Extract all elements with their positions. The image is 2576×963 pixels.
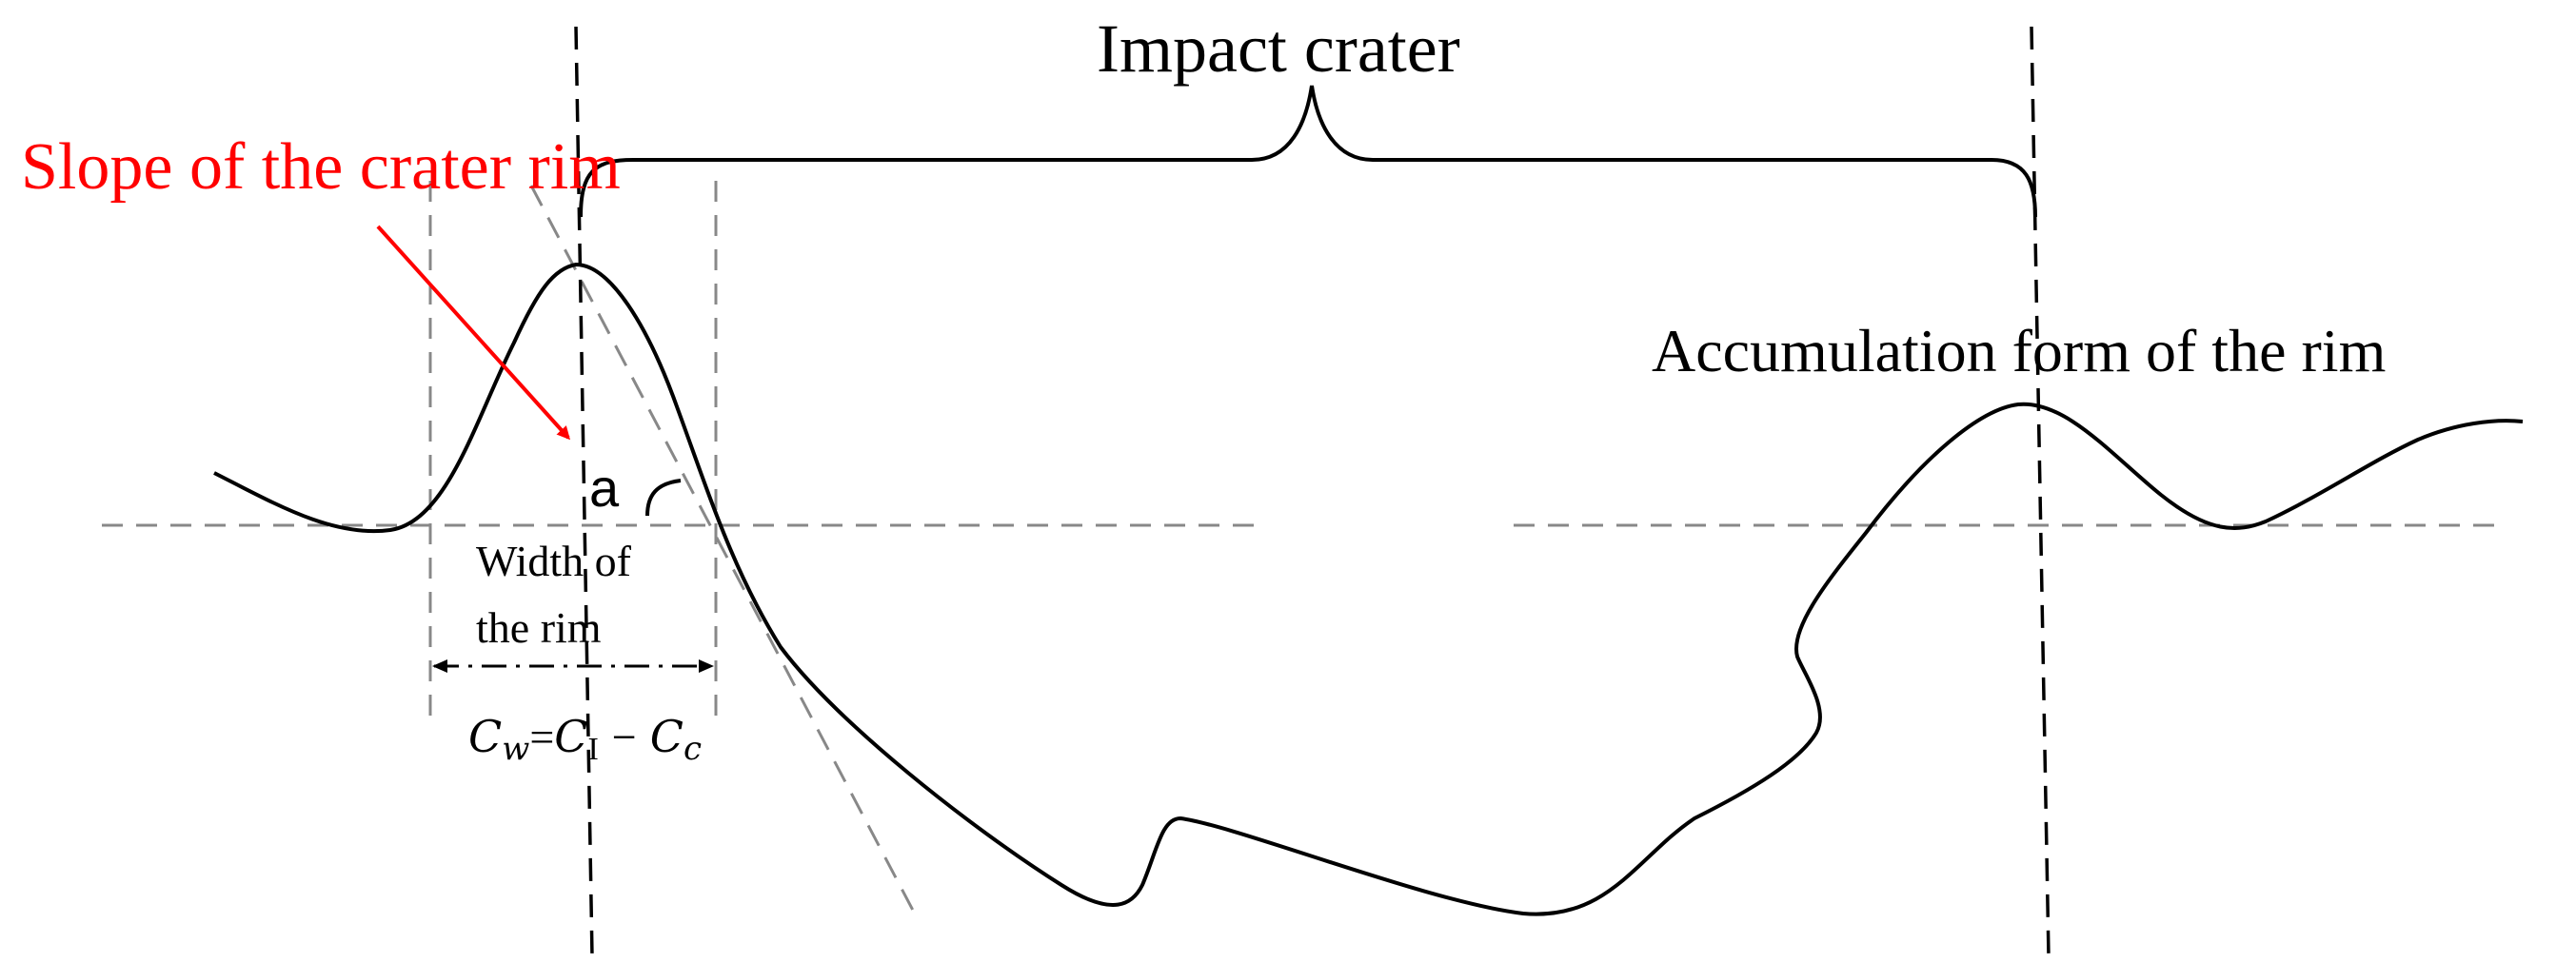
formula-c3: C <box>650 711 684 762</box>
formula-c2: C <box>554 711 587 762</box>
formula-minus: − <box>612 713 637 761</box>
impact-crater-label: Impact crater <box>1097 10 1460 87</box>
angle-symbol-label: a <box>589 458 620 518</box>
formula-c1: C <box>468 711 502 762</box>
formula-c-sub: c <box>684 730 702 768</box>
rim-width-formula: Cw=CI−Cc <box>468 711 702 768</box>
slope-arrow <box>376 225 571 441</box>
impact-crater-brace <box>579 85 2037 218</box>
rim-width-label-line1: Width of <box>476 537 632 585</box>
rim-slope-tangent <box>529 185 921 922</box>
formula-w-sub: w <box>502 730 529 768</box>
right-rim-crest-marker <box>2030 26 2051 957</box>
formula-i-sub: I <box>587 732 598 767</box>
left-rim-crest-marker <box>574 26 594 957</box>
slope-of-rim-label: Slope of the crater rim <box>21 130 621 204</box>
accumulation-form-label: Accumulation form of the rim <box>1652 317 2386 384</box>
formula-equals: = <box>529 713 554 761</box>
slope-angle-arc <box>645 479 682 517</box>
crater-profile-curve <box>213 262 2524 916</box>
rim-width-label-line2: the rim <box>476 603 602 652</box>
